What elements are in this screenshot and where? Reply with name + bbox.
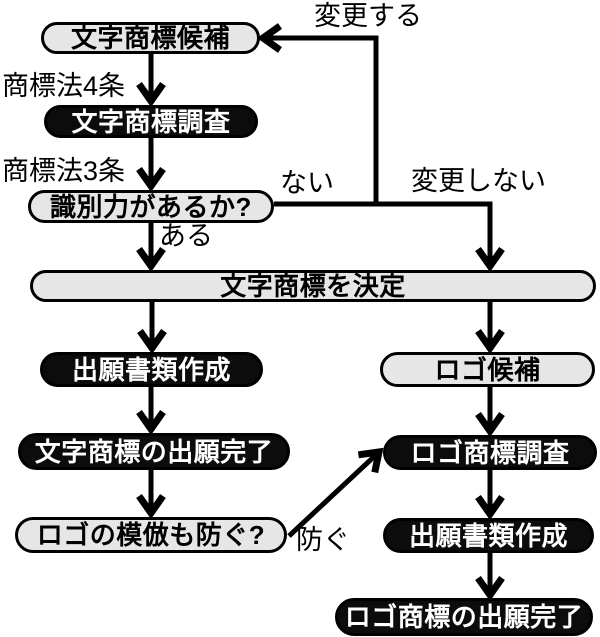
node-prepare-filing-documents-text: 出願書類作成	[40, 352, 263, 387]
connector-prevent-diagonal	[287, 447, 384, 538]
node-distinctiveness-question: 識別力があるか?	[28, 190, 274, 223]
connector-no-branch	[274, 201, 505, 273]
node-logo-mark-filing-complete: ロゴ商標の出願完了	[335, 598, 593, 636]
node-prevent-logo-imitation-question: ロゴの模倣も防ぐ?	[15, 517, 287, 553]
node-decide-text-mark: 文字商標を決定	[30, 270, 596, 302]
edge-label-change: 変更する	[314, 1, 422, 31]
node-logo-candidate: ロゴ候補	[380, 352, 595, 387]
edge-label-trademark-law-article-4: 商標法4条	[2, 71, 126, 101]
edge-label-no-change: 変更しない	[411, 166, 546, 196]
node-text-mark-search: 文字商標調査	[44, 105, 258, 138]
edge-label-has-distinctiveness: ある	[159, 221, 213, 251]
node-logo-mark-search: ロゴ商標調査	[383, 435, 597, 470]
node-prepare-filing-documents-logo: 出願書類作成	[383, 518, 594, 553]
node-text-mark-candidate: 文字商標候補	[41, 22, 260, 54]
edge-label-prevent: 防ぐ	[296, 525, 350, 555]
connector-change-loop	[256, 23, 379, 204]
node-text-mark-filing-complete: 文字商標の出願完了	[18, 433, 290, 470]
edge-label-trademark-law-article-3: 商標法3条	[2, 156, 126, 186]
edge-label-no-distinctiveness: ない	[280, 168, 334, 198]
